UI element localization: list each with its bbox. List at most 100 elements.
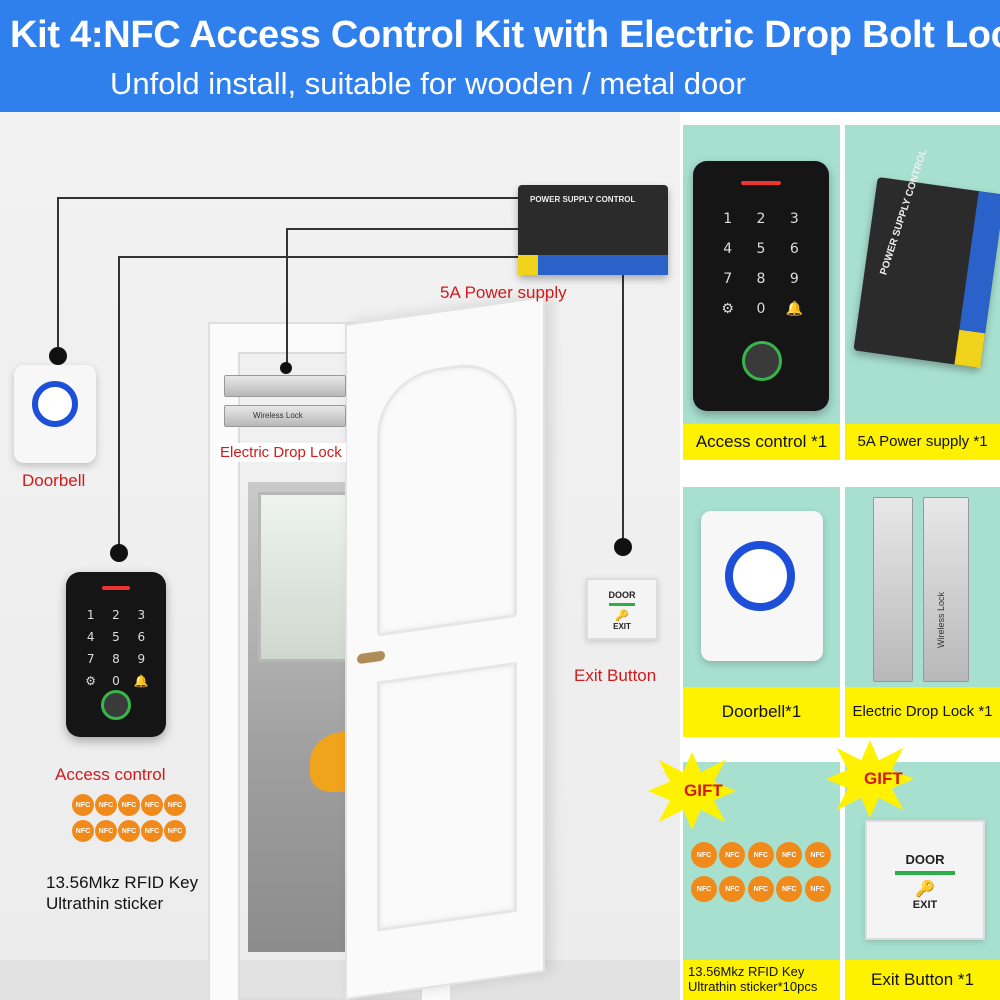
keypad-key: ⚙: [721, 301, 734, 317]
rfid-tag: NFC: [72, 820, 94, 842]
rfid-tag: NFC: [776, 842, 803, 868]
exit-button-label: Exit Button: [574, 666, 657, 685]
rfid-tag: NFC: [95, 794, 117, 816]
rfid-tag: NFC: [747, 842, 774, 868]
doorbell-diagram: [14, 365, 96, 463]
rfid-label-line2: Ultrathin sticker: [46, 894, 164, 913]
rfid-tag: NFC: [691, 842, 717, 868]
keypad-key: 4: [86, 630, 95, 644]
keypad-grid: 1 2 3 4 5 6 7 8 9 ⚙ 0 🔔: [78, 608, 154, 688]
connector-dot-access: [110, 544, 128, 562]
power-supply-product: POWER SUPPLY CONTROL: [853, 148, 1000, 369]
fingerprint-sensor: [101, 690, 131, 720]
keypad-key: 1: [86, 608, 95, 622]
wire-exit: [622, 275, 624, 545]
key-icon: 🔑: [915, 881, 935, 898]
card-doorbell: Doorbell*1: [683, 487, 840, 737]
drop-lock-bottom: Wireless Lock: [224, 405, 346, 427]
rfid-tag: NFC: [95, 820, 117, 842]
rfid-tag: NFC: [691, 876, 717, 902]
card-drop-lock: Wireless Lock Electric Drop Lock *1: [845, 487, 1000, 737]
rfid-caption-line2: Ultrathin sticker*10pcs: [688, 979, 818, 994]
gift-starburst-exit: [826, 740, 914, 818]
exit-face-top: DOOR: [608, 590, 636, 600]
keypad-key: 0: [112, 674, 120, 688]
wire-doorbell: [57, 197, 527, 357]
keypad-key: 9: [789, 271, 799, 287]
keypad-key: 4: [723, 241, 733, 257]
exit-face-bottom: EXIT: [912, 899, 938, 911]
card-caption: Electric Drop Lock *1: [845, 687, 1000, 737]
floor: [0, 960, 680, 1000]
keypad-key: 🔔: [133, 674, 149, 688]
rfid-tag: NFC: [804, 842, 831, 868]
exit-indicator: [609, 603, 635, 606]
psu-terminals: [518, 255, 668, 275]
gift-label-rfid: GIFT: [684, 781, 723, 800]
exit-face-top: DOOR: [905, 852, 945, 867]
exit-indicator: [895, 871, 955, 875]
door-panel-lower: [377, 661, 517, 932]
doorbell-ring: [725, 541, 795, 611]
rfid-tags-diagram: NFC NFC NFC NFC NFC NFC NFC NFC NFC NFC: [72, 794, 186, 842]
exit-face-bottom: EXIT: [613, 622, 631, 631]
page-subtitle: Unfold install, suitable for wooden / me…: [110, 66, 746, 101]
keypad-product: 1 2 3 4 5 6 7 8 9 ⚙ 0 🔔: [693, 161, 829, 411]
rfid-tag: NFC: [747, 876, 774, 902]
rfid-tag: NFC: [719, 876, 746, 902]
fingerprint-sensor: [742, 341, 782, 381]
keypad-diagram: 1 2 3 4 5 6 7 8 9 ⚙ 0 🔔: [66, 572, 166, 737]
key-icon: 🔑: [615, 610, 629, 622]
keypad-key: 5: [112, 630, 120, 644]
keypad-key: 3: [137, 608, 146, 622]
exit-button-diagram: DOOR 🔑 EXIT: [586, 578, 658, 640]
drop-lock-top: [224, 375, 346, 397]
exit-button-product: DOOR 🔑 EXIT: [865, 820, 985, 940]
keypad-key: ⚙: [85, 674, 97, 688]
keypad-key: 8: [756, 271, 766, 287]
card-power-supply: POWER SUPPLY CONTROL 5A Power supply *1: [845, 125, 1000, 460]
doorbell-product: [701, 511, 823, 661]
keypad-key: 2: [112, 608, 120, 622]
rfid-tag: NFC: [118, 820, 140, 842]
keypad-indicator: [102, 586, 130, 590]
rfid-tag: NFC: [164, 794, 186, 816]
keypad-key: 7: [723, 271, 733, 287]
keypad-key: 0: [756, 301, 766, 317]
keypad-key: 6: [789, 241, 799, 257]
keypad-key: 1: [723, 211, 733, 227]
card-caption: Doorbell*1: [683, 687, 840, 737]
wire-access: [118, 256, 518, 546]
rfid-tag: NFC: [164, 820, 186, 842]
keypad-key: 7: [86, 652, 95, 666]
connector-dot-doorbell: [49, 347, 67, 365]
keypad-key: 3: [789, 211, 799, 227]
gift-label-exit: GIFT: [864, 769, 903, 788]
doorbell-label: Doorbell: [22, 471, 86, 490]
keypad-indicator: [741, 181, 781, 185]
connector-dot-exit: [614, 538, 632, 556]
access-control-label: Access control: [55, 765, 166, 784]
lock-face-text: Wireless Lock: [936, 591, 946, 648]
rfid-tags-product: NFC NFC NFC NFC NFC NFC NFC NFC NFC NFC: [691, 842, 833, 902]
door-handle: [357, 650, 385, 665]
drop-lock-product-right: Wireless Lock: [923, 497, 969, 682]
rfid-tag: NFC: [141, 820, 163, 842]
keypad-key: 6: [137, 630, 146, 644]
rfid-tag: NFC: [72, 794, 94, 816]
card-access-control: 1 2 3 4 5 6 7 8 9 ⚙ 0 🔔 Access control *…: [683, 125, 840, 460]
rfid-tag: NFC: [141, 794, 163, 816]
wire-lock: [286, 228, 526, 368]
psu-face-text: POWER SUPPLY CONTROL: [530, 195, 636, 204]
psu-terminals: [954, 191, 1000, 369]
rfid-tag: NFC: [776, 876, 803, 902]
keypad-grid: 1 2 3 4 5 6 7 8 9 ⚙ 0 🔔: [711, 211, 811, 317]
rfid-tag: NFC: [118, 794, 140, 816]
card-caption: 13.56Mkz RFID Key Ultrathin sticker*10pc…: [683, 960, 840, 1000]
rfid-tag: NFC: [719, 842, 746, 868]
header-banner: Kit 4:NFC Access Control Kit with Electr…: [0, 0, 1000, 112]
keypad-key: 2: [756, 211, 766, 227]
rfid-label-line1: 13.56Mkz RFID Key: [46, 873, 199, 892]
keypad-key: 🔔: [785, 301, 804, 317]
rfid-tag: NFC: [804, 876, 831, 902]
